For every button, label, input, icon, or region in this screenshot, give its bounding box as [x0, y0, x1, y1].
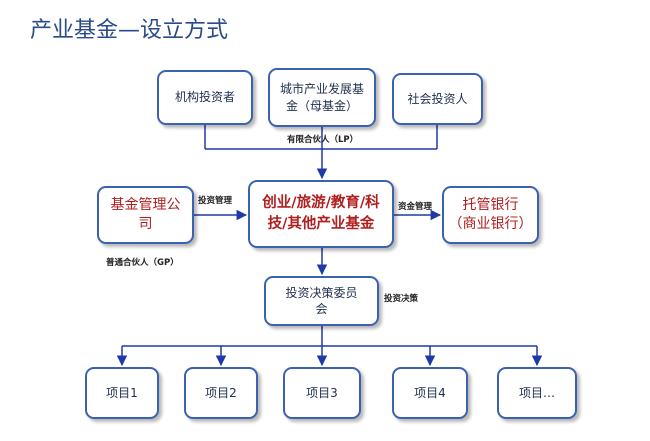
- node-label: 项目1: [106, 385, 138, 400]
- node-project-5: 项目…: [497, 367, 577, 419]
- label-fund-management: 资金管理: [398, 202, 433, 212]
- node-label: 项目4: [414, 385, 446, 400]
- node-industry-fund: 创业/旅游/教育/科 技/其他产业基金: [248, 180, 394, 248]
- label-general-partner: 普通合伙人（GP）: [106, 258, 179, 268]
- node-label-line1: 托管银行: [462, 197, 519, 214]
- node-project-3: 项目3: [283, 367, 361, 419]
- node-label-line2: 会: [315, 302, 328, 316]
- node-label: 项目3: [306, 385, 338, 400]
- label-investment-management: 投资管理: [198, 196, 233, 206]
- node-parent-fund: 城市产业发展基 金（母基金）: [268, 68, 376, 127]
- node-project-1: 项目1: [85, 367, 159, 419]
- node-label-line2: 技/其他产业基金: [267, 216, 375, 232]
- node-fund-management-company: 基金管理公 司: [97, 186, 194, 244]
- node-social-investors: 社会投资人: [392, 73, 483, 125]
- node-project-4: 项目4: [392, 367, 468, 419]
- node-label: 机构投资者: [174, 90, 235, 105]
- node-institutional-investors: 机构投资者: [157, 70, 253, 125]
- node-label-line1: 城市产业发展基: [279, 82, 364, 97]
- node-label-line2: （商业银行）: [448, 216, 533, 232]
- node-label-line1: 创业/旅游/教育/科: [262, 194, 380, 211]
- node-custodian-bank: 托管银行 （商业银行）: [442, 186, 539, 244]
- node-label: 项目…: [518, 385, 555, 400]
- node-label-line1: 投资决策委员: [285, 285, 358, 300]
- label-investment-decision: 投资决策: [384, 294, 419, 304]
- node-label-line2: 司: [138, 216, 153, 232]
- label-limited-partner: 有限合伙人（LP）: [287, 135, 359, 145]
- node-investment-committee: 投资决策委员 会: [264, 276, 379, 326]
- node-project-2: 项目2: [184, 367, 258, 419]
- page-title: 产业基金—设立方式: [30, 18, 229, 43]
- node-label-line1: 基金管理公: [110, 197, 181, 214]
- node-label: 社会投资人: [407, 91, 468, 106]
- node-label-line2: 金（母基金）: [285, 98, 358, 113]
- node-label: 项目2: [205, 385, 237, 400]
